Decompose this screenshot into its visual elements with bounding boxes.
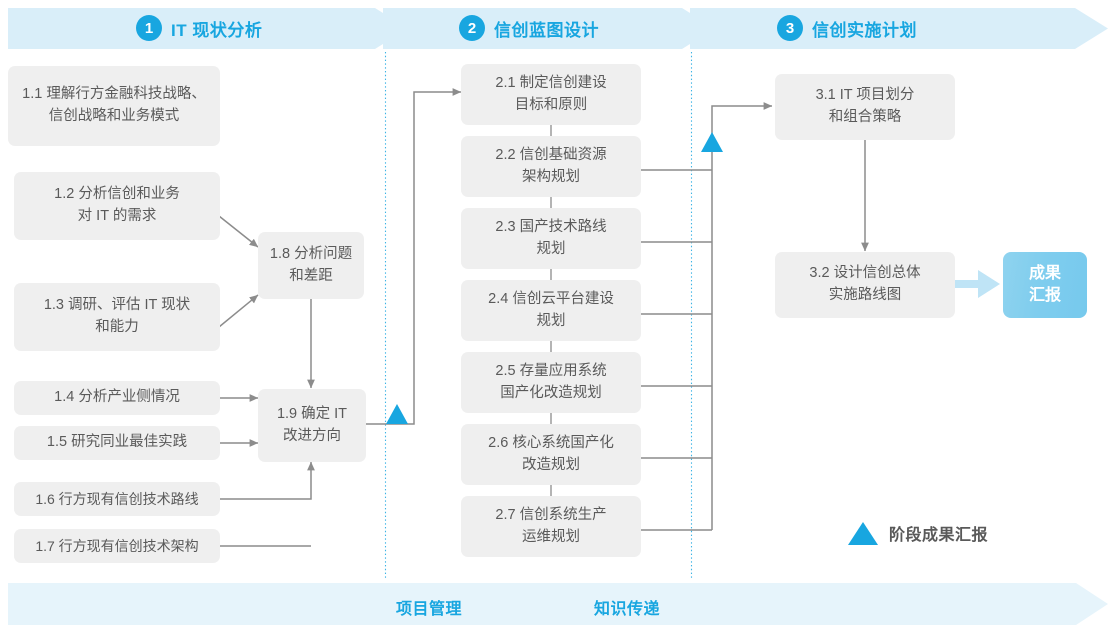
process-box-2-4[interactable]: 2.4 信创云平台建设规划 [461, 280, 641, 341]
process-box-1-6[interactable]: 1.6 行方现有信创技术路线 [14, 482, 220, 516]
process-box-1-3[interactable]: 1.3 调研、评估 IT 现状和能力 [14, 283, 220, 351]
process-box-1-4[interactable]: 1.4 分析产业侧情况 [14, 381, 220, 415]
legend: 阶段成果汇报 [848, 521, 988, 545]
phase-title-1: IT 现状分析 [171, 20, 263, 40]
milestone-triangle-phase2 [701, 132, 723, 152]
process-box-1-8[interactable]: 1.8 分析问题和差距 [258, 232, 364, 299]
footer-label-project-management: 项目管理 [396, 601, 463, 618]
process-box-3-1[interactable]: 3.1 IT 项目划分和组合策略 [775, 74, 955, 140]
result-arrow [954, 270, 1000, 298]
process-box-1-7[interactable]: 1.7 行方现有信创技术架构 [14, 529, 220, 563]
phase-divider-lines [384, 52, 693, 580]
phase-number-2: 2 [459, 15, 485, 41]
phase-title-2: 信创蓝图设计 [494, 20, 599, 40]
phase2-to-phase3-connector [641, 102, 773, 531]
process-box-2-1[interactable]: 2.1 制定信创建设目标和原则 [461, 64, 641, 125]
process-box-2-5[interactable]: 2.5 存量应用系统国产化改造规划 [461, 352, 641, 413]
phase-banner-bottom [8, 583, 1108, 625]
phase-title-3: 信创实施计划 [812, 20, 917, 40]
phase-header-3: 3 信创实施计划 [777, 15, 917, 41]
milestone-triangle-icon [848, 521, 878, 545]
process-box-1-5[interactable]: 1.5 研究同业最佳实践 [14, 426, 220, 460]
milestone-triangle-phase1 [386, 404, 408, 424]
footer-label-knowledge-transfer: 知识传递 [594, 601, 661, 618]
phase-number-1: 1 [136, 15, 162, 41]
phase-number-3: 3 [777, 15, 803, 41]
process-box-1-2[interactable]: 1.2 分析信创和业务对 IT 的需求 [14, 172, 220, 240]
phase1-connectors [218, 215, 315, 547]
phase-header-2: 2 信创蓝图设计 [459, 15, 599, 41]
process-box-1-1[interactable]: 1.1 理解行方金融科技战略、信创战略和业务模式 [8, 66, 220, 146]
legend-label: 阶段成果汇报 [889, 527, 989, 544]
result-box[interactable]: 成果汇报 [1003, 252, 1087, 318]
phase-header-1: 1 IT 现状分析 [136, 15, 262, 41]
process-box-3-2[interactable]: 3.2 设计信创总体实施路线图 [775, 252, 955, 318]
